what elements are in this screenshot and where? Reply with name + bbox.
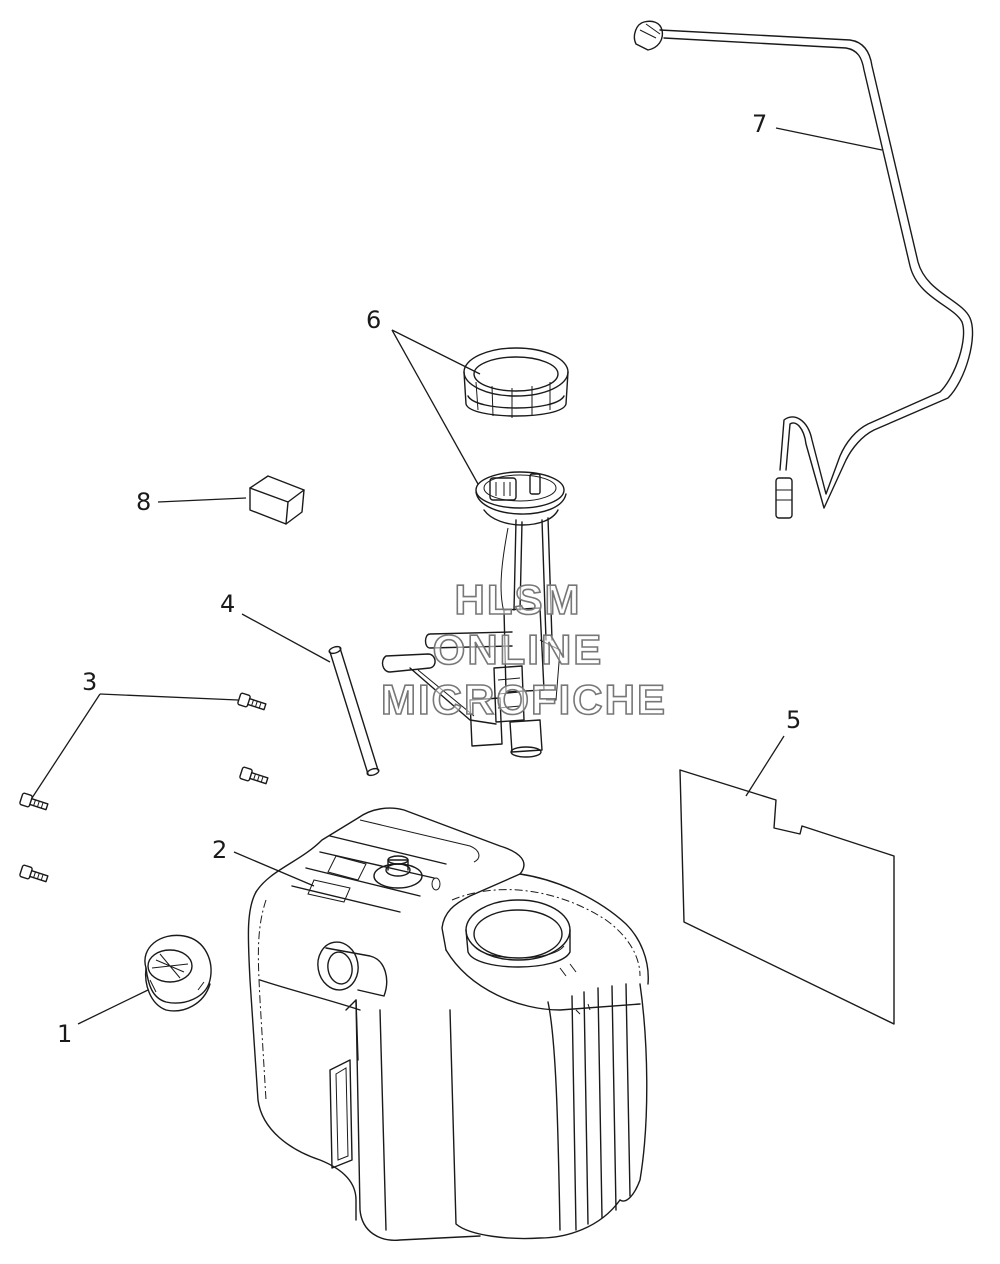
callout-2: 2: [212, 836, 227, 864]
vent-hose-upper-connector: [633, 20, 664, 51]
leader-6b: [391, 329, 479, 485]
leader-4: [241, 613, 331, 663]
watermark-line-2: ONLINE: [433, 626, 604, 673]
leader-3b: [31, 693, 101, 799]
leader-8: [157, 497, 247, 503]
callout-8: 8: [136, 488, 151, 516]
lock-ring: [463, 347, 569, 418]
callout-6: 6: [366, 306, 381, 334]
leader-7: [775, 127, 883, 151]
screw-3: [19, 792, 49, 811]
callout-3: 3: [82, 668, 97, 696]
screw-4: [19, 864, 49, 883]
watermark-line-3: MICROFICHE: [381, 676, 667, 723]
screw-2: [239, 766, 269, 785]
tube: [328, 645, 380, 777]
pad-sheet: [679, 769, 895, 1025]
callouts: 1 2 3 4 5 6 7 8: [57, 110, 801, 1048]
leader-1: [77, 989, 149, 1025]
vent-hose: [633, 20, 974, 519]
callout-4: 4: [220, 590, 235, 618]
watermark: HLSM ONLINE MICROFICHE: [380, 575, 667, 724]
callout-1: 1: [57, 1020, 72, 1048]
fuel-pump-module: [381, 471, 567, 758]
leader-6a: [391, 329, 481, 375]
leader-lines: [31, 127, 883, 1025]
leader-5: [745, 735, 785, 797]
fuel-tank: [247, 807, 649, 1241]
screw-1: [237, 692, 267, 711]
watermark-line-1: HLSM: [455, 576, 582, 623]
foam-block: [249, 475, 305, 525]
vent-hose-lower-connector: [775, 477, 793, 519]
leader-2: [233, 851, 315, 887]
callout-7: 7: [752, 110, 767, 138]
leader-3a: [99, 693, 239, 701]
fuel-cap: [144, 934, 212, 1012]
callout-5: 5: [786, 706, 801, 734]
